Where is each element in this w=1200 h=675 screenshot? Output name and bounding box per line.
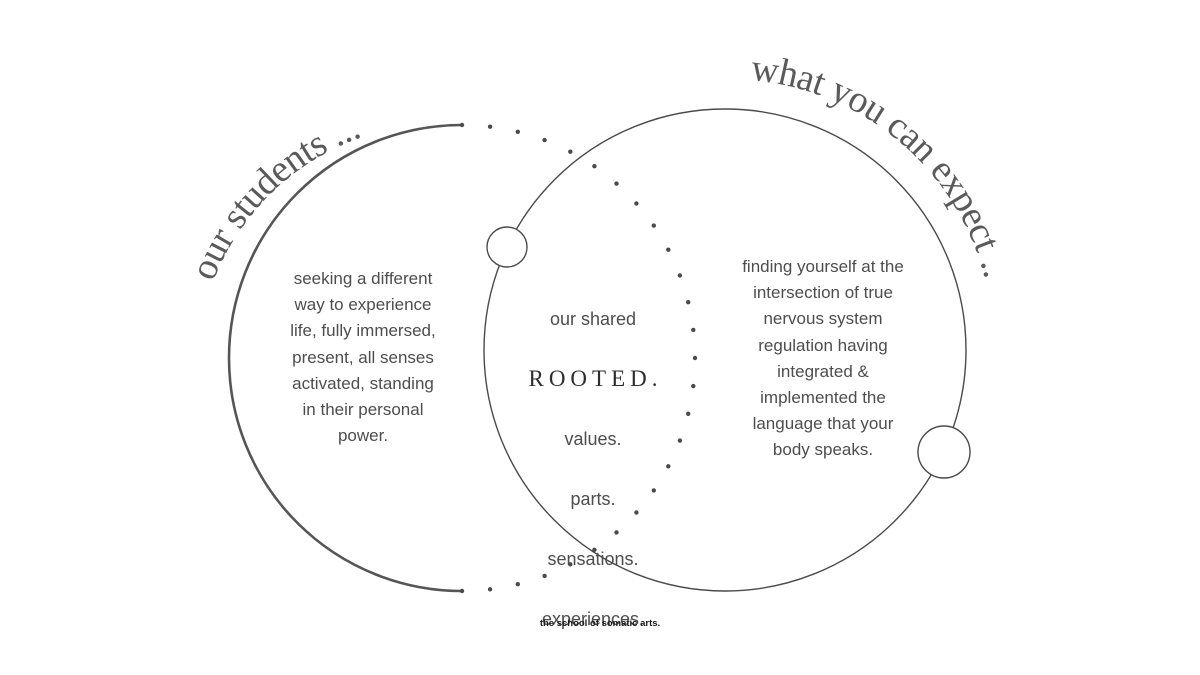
left-curved-title: our students ... bbox=[182, 106, 365, 286]
left-circle-dotted-arc bbox=[459, 122, 698, 594]
dot bbox=[487, 124, 493, 129]
dot bbox=[515, 129, 520, 134]
center-item-values: values. bbox=[564, 429, 622, 449]
center-item-sensations: sensations. bbox=[547, 549, 639, 569]
right-circle bbox=[483, 108, 967, 592]
dot bbox=[634, 510, 639, 515]
left-circle-arc bbox=[227, 123, 463, 593]
center-item-parts: parts. bbox=[570, 489, 616, 509]
center-item-experiences: experiences. bbox=[541, 609, 645, 629]
dot bbox=[634, 201, 639, 206]
center-rooted-word: ROOTED. bbox=[528, 366, 663, 391]
dot bbox=[651, 223, 656, 228]
dot bbox=[542, 137, 547, 143]
small-circle-left bbox=[486, 226, 528, 268]
small-circle-right bbox=[917, 425, 971, 479]
dot bbox=[614, 530, 619, 535]
dot bbox=[691, 383, 696, 389]
dot bbox=[515, 582, 520, 587]
dot bbox=[568, 562, 573, 567]
center-intro: our shared bbox=[549, 309, 637, 329]
dot bbox=[651, 488, 656, 493]
dot bbox=[692, 355, 698, 361]
center-description: our shared ROOTED. values. parts. sensat… bbox=[510, 274, 676, 664]
dot bbox=[592, 164, 597, 169]
dot bbox=[459, 122, 465, 128]
dot bbox=[614, 181, 619, 186]
dot bbox=[592, 547, 597, 552]
dot bbox=[677, 438, 683, 443]
footer-brand: the school of somatic arts. bbox=[539, 618, 661, 629]
dot bbox=[677, 273, 683, 278]
dot bbox=[568, 149, 573, 154]
dot bbox=[542, 573, 547, 579]
dot bbox=[666, 464, 671, 469]
dot bbox=[686, 300, 691, 305]
dot bbox=[686, 411, 691, 416]
dot bbox=[459, 588, 465, 594]
dot bbox=[666, 247, 671, 252]
left-description: seeking a different way to experience li… bbox=[290, 269, 436, 446]
right-description: finding yourself at the intersection of … bbox=[742, 257, 904, 460]
dot bbox=[487, 587, 493, 592]
left-title-text: our students ... bbox=[182, 106, 365, 286]
dot bbox=[691, 327, 696, 333]
